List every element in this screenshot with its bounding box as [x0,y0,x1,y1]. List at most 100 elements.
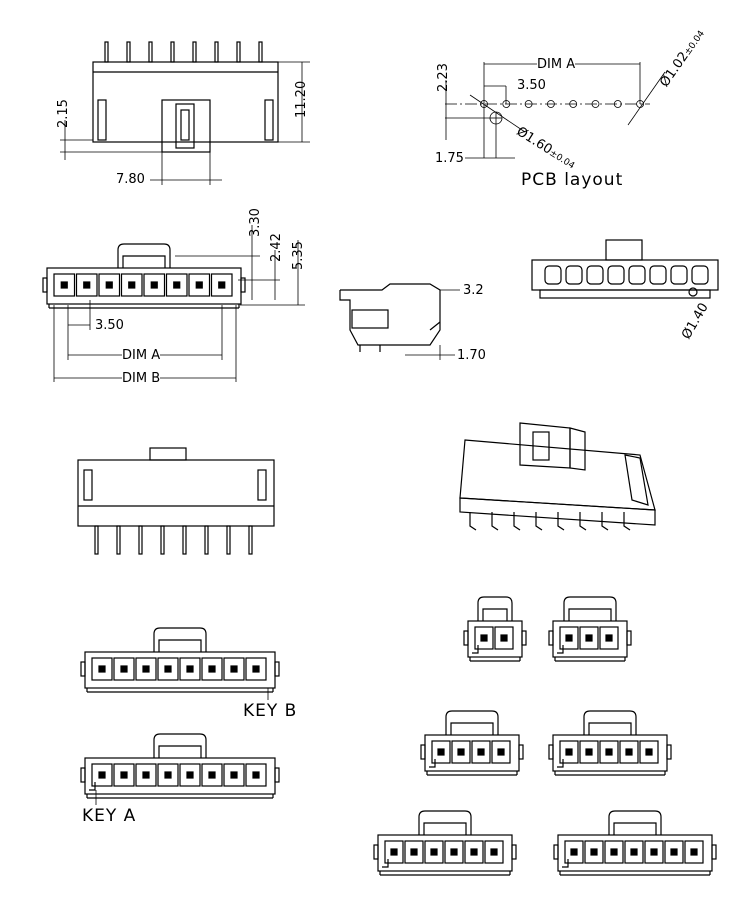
pcb-layout-title: PCB layout [521,170,624,190]
pin-cavity [223,657,245,681]
fv-dim-2-42: 2.42 [269,233,284,262]
side-tab [711,844,717,860]
pin [410,848,418,856]
pin [585,634,593,642]
key-notch [557,759,564,768]
pin [513,512,521,531]
pin-cavity [604,840,624,864]
side-tab [80,661,86,677]
side-tab [521,630,527,646]
latch [153,733,207,758]
side-tab [666,744,672,760]
latch-inner [482,608,508,621]
pin [105,281,113,289]
latch [563,596,617,621]
pin [480,634,488,642]
pin [565,748,573,756]
latch [117,243,171,268]
fv-dim-a: DIM A [122,348,161,363]
pin [120,771,128,779]
pin [170,41,175,63]
pin-cavity [120,273,143,297]
pin-cavity [484,840,504,864]
pin [204,525,209,555]
pin [94,525,99,555]
isometric-view [459,422,656,531]
rear-cavity [586,265,604,285]
pin-cavity [471,740,491,764]
pin [83,281,91,289]
side-tab [240,277,246,293]
pcb-dim-a: DIM A [537,57,576,72]
pin [218,281,226,289]
pin [497,748,505,756]
fv-pitch: 3.50 [95,318,124,333]
side-dim-3-2: 3.2 [463,283,484,298]
pin-cavity [599,740,619,764]
pin [248,525,253,555]
pin [226,525,231,555]
pin [208,771,216,779]
pin [126,41,131,63]
pin [690,848,698,856]
pin [500,634,508,642]
latch-inner [588,722,632,735]
pin-cavity [404,840,424,864]
pin-cavity [579,626,599,650]
rear-view [531,239,719,299]
pin [557,512,565,531]
pin [142,771,150,779]
fv-dim-3-30: 3.30 [248,208,263,237]
pin [645,748,653,756]
pin [491,512,499,531]
pin-cavity [143,273,166,297]
pin [490,848,498,856]
pin [610,848,618,856]
pin [214,41,219,63]
latch [605,239,643,261]
base [539,289,711,299]
side-tab [518,744,524,760]
pin-cavity [564,840,584,864]
pin [590,848,598,856]
pin-cavity [91,763,113,787]
pin-cavity [491,740,511,764]
side-tab [626,630,632,646]
pin [230,665,238,673]
pcb-hole [569,100,578,108]
pin-cavity [464,840,484,864]
bottom-side-view [77,447,275,555]
pin [565,634,573,642]
pin [469,512,477,531]
rear-cavity [628,265,646,285]
housing [531,259,719,291]
pin-cavity [223,763,245,787]
key-a-connector [80,733,280,799]
side-tab [274,661,280,677]
side-tab [548,630,554,646]
latch-inner [613,822,657,835]
latch-inner [568,608,612,621]
side-dim-1-70: 1.70 [457,348,486,363]
latch-inner [158,745,202,758]
pin-cavity [179,657,201,681]
front-view-dimensioned [42,243,246,309]
pin-cavity [135,657,157,681]
front-view-dimension-lines [53,225,305,382]
pin-cavity [135,763,157,787]
side-tab [80,767,86,783]
pin [630,848,638,856]
pin-cavity [624,840,644,864]
pin [605,748,613,756]
pcb-hole [547,100,555,108]
pin [142,665,150,673]
pin-cavity [494,626,514,650]
pin-cavity [639,740,659,764]
dim-7-80: 7.80 [116,172,145,187]
side-tab [42,277,48,293]
pin [252,771,260,779]
rear-cavity [691,265,709,285]
pin [98,771,106,779]
pin-cavity [188,273,211,297]
